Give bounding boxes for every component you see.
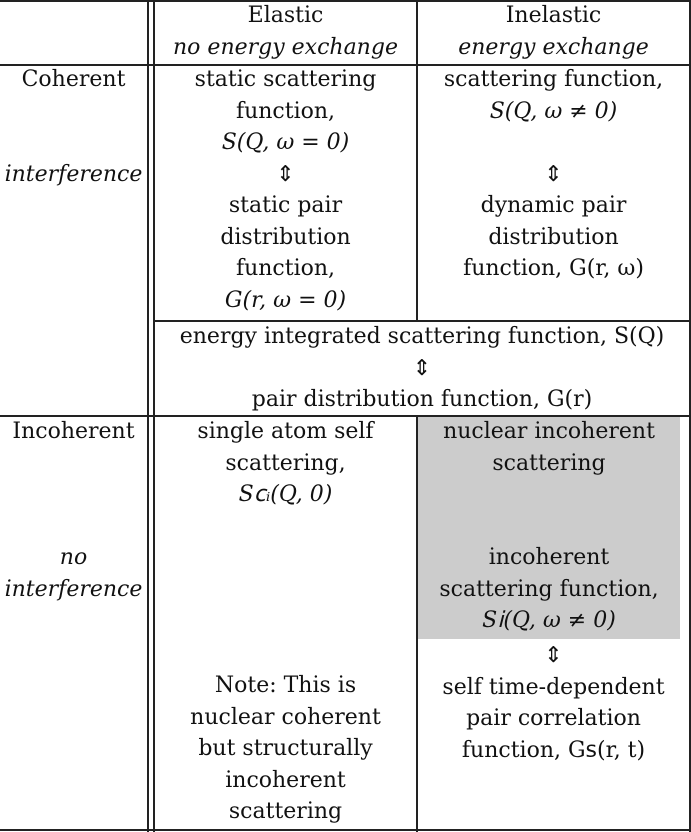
incoherent-inelastic-bottom: ⇕ self time-dependent pair correlation f… xyxy=(418,640,689,766)
shaded-region xyxy=(418,416,680,639)
rule-left-double-a xyxy=(147,0,149,832)
note-line: but structurally xyxy=(198,736,373,761)
rule-middle-bottom xyxy=(416,415,418,832)
header-inelastic-title: Inelastic xyxy=(505,3,602,28)
note-line: incoherent xyxy=(225,767,346,793)
incoherent-inelastic-mid: incoherent scattering function, S𝗂(Q, ω … xyxy=(418,542,680,637)
rule-left-double-b xyxy=(153,0,155,832)
header-inelastic: Inelastic energy exchange xyxy=(418,0,689,63)
rule-middle-top xyxy=(416,0,418,321)
incoherent-note: no xyxy=(59,545,88,570)
row-label-incoherent: Incoherent xyxy=(0,416,147,448)
incoherent-inelastic-line: scattering xyxy=(492,450,606,476)
coherent-elastic-line: function, xyxy=(235,256,336,281)
incoherent-label: Incoherent xyxy=(12,419,135,444)
note-line: scattering xyxy=(228,799,343,824)
coherent-span-cell: energy integrated scattering function, S… xyxy=(155,321,689,416)
coherent-label: Coherent xyxy=(21,67,126,92)
updown-arrow-icon: ⇕ xyxy=(412,355,432,381)
coherent-note: interference xyxy=(4,162,143,187)
incoherent-inelastic-top: nuclear incoherent scattering xyxy=(418,416,680,479)
incoherent-inelastic-line: pair correlation xyxy=(466,706,641,731)
updown-arrow-icon: ⇕ xyxy=(544,161,563,187)
incoherent-inelastic-line: nuclear incoherent xyxy=(443,419,655,444)
coherent-elastic-cell: static scattering function, S(Q, ω = 0) … xyxy=(155,64,416,316)
coherent-inelastic-line: dynamic pair xyxy=(480,193,627,218)
rule-top xyxy=(0,0,691,2)
incoherent-elastic-line: scattering, xyxy=(225,450,346,476)
header-inelastic-note: energy exchange xyxy=(458,34,649,60)
row-note-incoherent: no interference xyxy=(0,542,147,605)
rule-coherent-bottom xyxy=(0,415,691,417)
coherent-elastic-formula: G(r, ω = 0) xyxy=(224,287,347,313)
updown-arrow-icon: ⇕ xyxy=(276,161,295,187)
note-line: nuclear coherent xyxy=(190,704,381,730)
span-line: energy integrated scattering function, S… xyxy=(179,324,665,349)
rule-bottom xyxy=(0,829,691,831)
header-elastic-note: no energy exchange xyxy=(173,34,398,60)
updown-arrow-icon: ⇕ xyxy=(544,643,563,668)
span-line: pair distribution function, G(r) xyxy=(251,387,593,412)
coherent-inelastic-cell: scattering function, S(Q, ω ≠ 0) ⇕ dynam… xyxy=(418,64,689,285)
incoherent-inelastic-line: function, G𝗌(r, t) xyxy=(461,737,646,763)
coherent-elastic-line: static pair xyxy=(228,193,343,218)
incoherent-inelastic-formula: S𝗂(Q, ω ≠ 0) xyxy=(482,608,616,633)
coherent-elastic-line: distribution xyxy=(220,224,351,250)
incoherent-elastic-formula: S𝖼ᵢ(Q, 0) xyxy=(238,482,333,507)
incoherent-inelastic-line: self time-dependent xyxy=(442,674,665,700)
coherent-elastic-line: static scattering xyxy=(194,67,377,92)
rule-coherent-split xyxy=(155,320,691,322)
header-elastic-title: Elastic xyxy=(247,3,324,28)
coherent-inelastic-formula: S(Q, ω ≠ 0) xyxy=(489,98,618,124)
incoherent-note: interference xyxy=(4,576,143,602)
incoherent-elastic-cell: single atom self scattering, S𝖼ᵢ(Q, 0) xyxy=(155,416,416,511)
rule-right xyxy=(689,0,691,832)
coherent-elastic-line: function, xyxy=(235,98,336,124)
incoherent-inelastic-line: incoherent xyxy=(488,545,610,570)
coherent-inelastic-line: function, G(r, ω) xyxy=(463,256,644,281)
header-elastic: Elastic no energy exchange xyxy=(155,0,416,63)
coherent-inelastic-line: scattering function, xyxy=(443,67,664,92)
incoherent-elastic-line: single atom self xyxy=(197,419,374,444)
coherent-inelastic-line: distribution xyxy=(488,224,619,250)
row-label-coherent: Coherent xyxy=(0,64,147,96)
incoherent-elastic-note: Note: This is nuclear coherent but struc… xyxy=(155,670,416,828)
rule-header-bottom xyxy=(0,64,691,66)
coherent-elastic-formula: S(Q, ω = 0) xyxy=(221,130,350,155)
incoherent-inelastic-line: scattering function, xyxy=(439,576,659,602)
note-line: Note: This is xyxy=(214,673,357,698)
row-note-coherent: interference xyxy=(0,159,147,191)
